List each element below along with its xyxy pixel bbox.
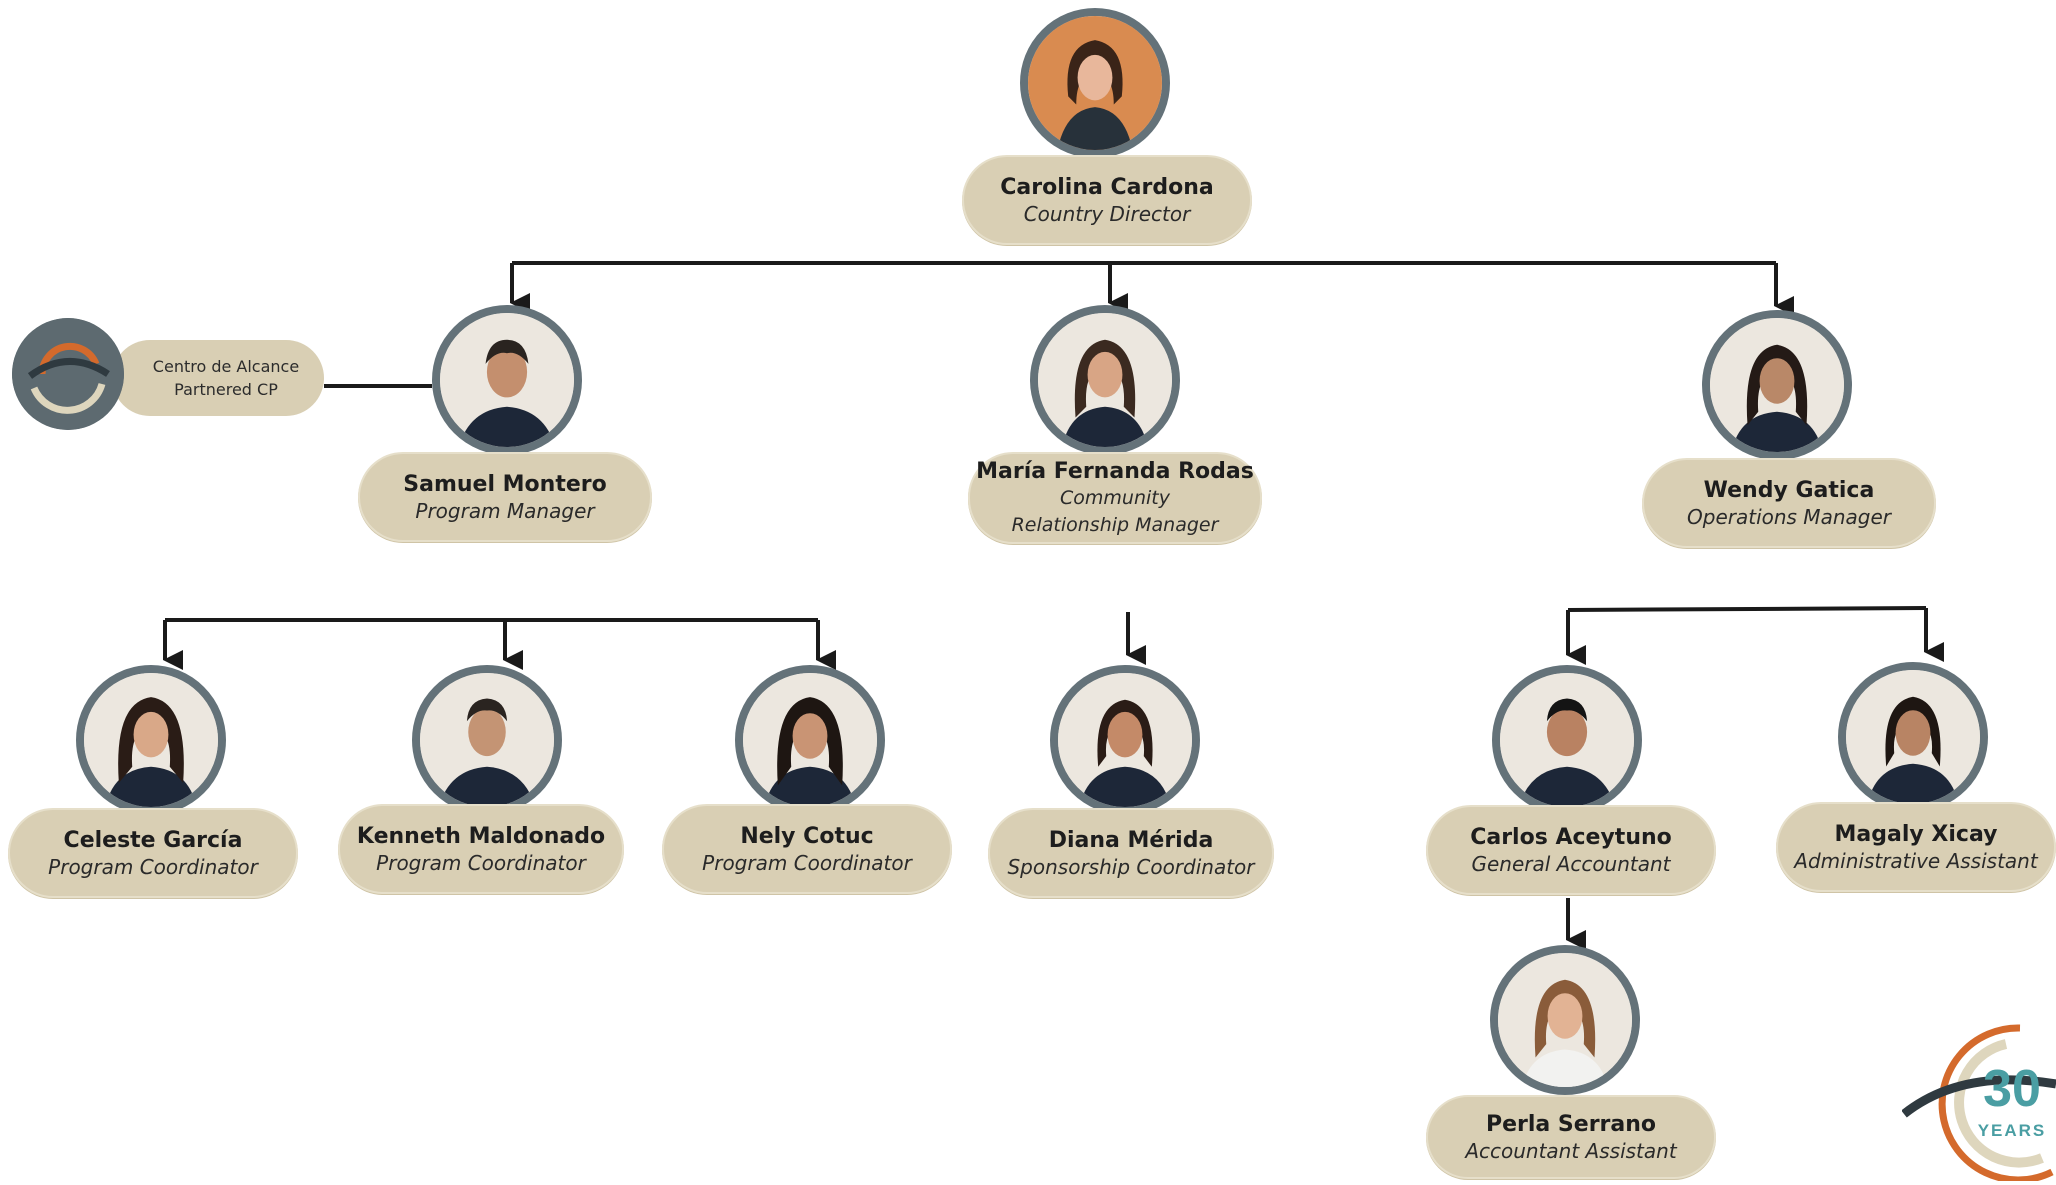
partner-logo-icon: [12, 318, 124, 430]
card-nely: Nely Cotuc Program Coordinator: [662, 804, 952, 894]
name-celeste: Celeste García: [63, 827, 243, 853]
name-nely: Nely Cotuc: [740, 823, 874, 849]
avatar-carlos: [1492, 665, 1642, 815]
partner-line-2: Partnered CP: [174, 380, 278, 399]
role-nely: Program Coordinator: [702, 850, 912, 875]
name-magaly: Magaly Xicay: [1834, 821, 1998, 847]
anniversary-label: YEARS: [1978, 1121, 2047, 1140]
name-perla: Perla Serrano: [1485, 1111, 1657, 1137]
role-magaly: Administrative Assistant: [1794, 848, 2038, 873]
avatar-perla: [1490, 945, 1640, 1095]
role-carlos: General Accountant: [1471, 851, 1671, 876]
name-maria: María Fernanda Rodas: [976, 458, 1254, 484]
connector-operations-bus: [1567, 606, 1927, 612]
avatar-maria: [1030, 305, 1180, 455]
name-carlos: Carlos Aceytuno: [1470, 824, 1672, 850]
card-wendy: Wendy Gatica Operations Manager: [1642, 458, 1936, 548]
anniversary-logo-icon: 30 YEARS: [1901, 1024, 2056, 1184]
name-wendy: Wendy Gatica: [1703, 477, 1875, 503]
role-maria: Community Relationship Manager: [1011, 486, 1219, 536]
avatar-magaly: [1838, 662, 1988, 812]
anniversary-badge: 30 YEARS: [1901, 1022, 2056, 1184]
role-celeste: Program Coordinator: [48, 854, 258, 879]
role-diana: Sponsorship Coordinator: [1007, 854, 1255, 879]
role-perla: Accountant Assistant: [1465, 1138, 1677, 1163]
partner-label: Centro de Alcance Partnered CP: [112, 340, 324, 416]
card-carolina: Carolina Cardona Country Director: [962, 155, 1252, 245]
role-kenneth: Program Coordinator: [376, 850, 586, 875]
card-maria: María Fernanda Rodas Community Relations…: [968, 452, 1262, 544]
avatar-nely: [735, 665, 885, 815]
avatar-kenneth: [412, 665, 562, 815]
card-celeste: Celeste García Program Coordinator: [8, 808, 298, 898]
avatar-samuel: [432, 305, 582, 455]
card-samuel: Samuel Montero Program Manager: [358, 452, 652, 542]
card-diana: Diana Mérida Sponsorship Coordinator: [988, 808, 1274, 898]
name-diana: Diana Mérida: [1048, 827, 1214, 853]
card-magaly: Magaly Xicay Administrative Assistant: [1776, 802, 2056, 892]
avatar-diana: [1050, 665, 1200, 815]
avatar-wendy: [1702, 310, 1852, 460]
card-kenneth: Kenneth Maldonado Program Coordinator: [338, 804, 624, 894]
name-kenneth: Kenneth Maldonado: [356, 823, 606, 849]
card-carlos: Carlos Aceytuno General Accountant: [1426, 805, 1716, 895]
avatar-carolina: [1020, 8, 1170, 158]
partner-line-1: Centro de Alcance: [152, 357, 300, 376]
anniversary-number: 30: [1983, 1060, 2041, 1118]
card-perla: Perla Serrano Accountant Assistant: [1426, 1095, 1716, 1179]
role-samuel: Program Manager: [415, 498, 595, 523]
avatar-celeste: [76, 665, 226, 815]
role-carolina: Country Director: [1023, 201, 1191, 226]
role-wendy: Operations Manager: [1687, 504, 1891, 529]
name-carolina: Carolina Cardona: [1000, 174, 1214, 200]
name-samuel: Samuel Montero: [403, 471, 607, 497]
